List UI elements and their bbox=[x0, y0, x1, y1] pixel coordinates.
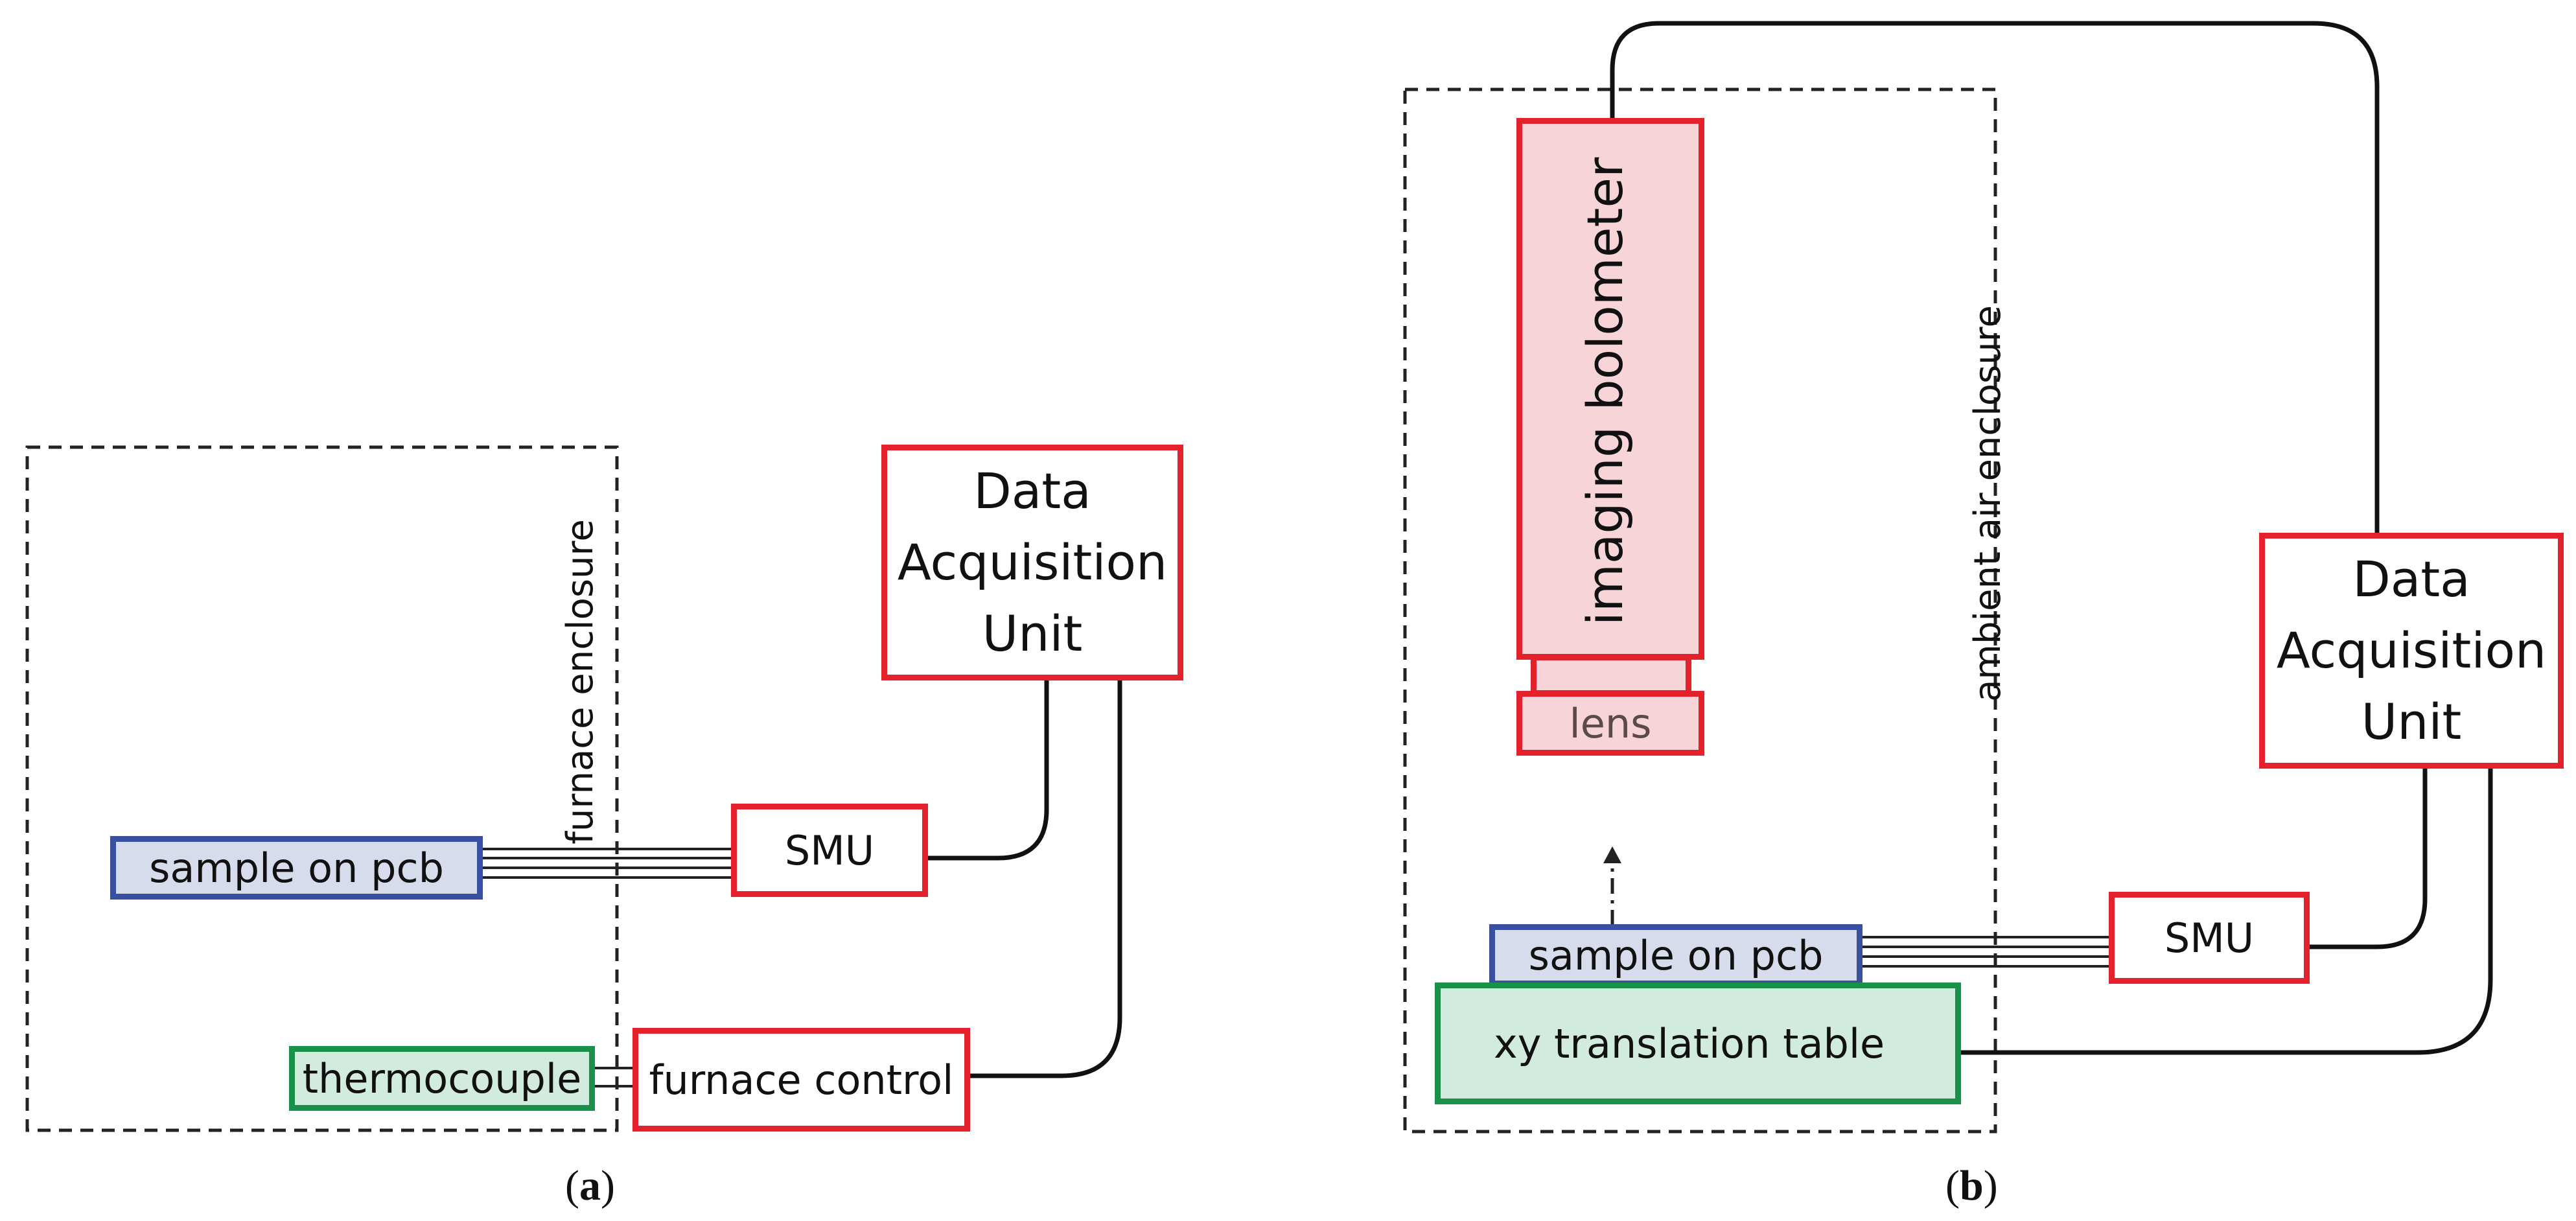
bolometer-daq-wire bbox=[1610, 21, 2380, 535]
table-daq-wire bbox=[1958, 766, 2493, 1055]
smu-daq-wire-b bbox=[2307, 766, 2428, 949]
lens-box: lens bbox=[1516, 691, 1704, 756]
smu-box-b: SMU bbox=[2109, 892, 2310, 984]
ambient-enclosure-boundary bbox=[1403, 87, 1997, 1134]
optical-path-arrowhead-icon bbox=[1603, 846, 1621, 863]
caption-a-letter: a bbox=[579, 1162, 601, 1209]
thermocouple-box: thermocouple bbox=[289, 1046, 595, 1111]
bolometer-adapter-ring bbox=[1531, 655, 1691, 696]
furnace-daq-wire bbox=[968, 678, 1122, 1078]
caption-b-letter: b bbox=[1959, 1162, 1984, 1209]
smu-daq-wire-a bbox=[928, 678, 1049, 861]
data-acquisition-unit-b: Data Acquisition Unit bbox=[2259, 533, 2564, 769]
thermocouple-wires bbox=[593, 1067, 638, 1087]
caption-b: (b) bbox=[1945, 1162, 1998, 1209]
furnace-enclosure-boundary bbox=[25, 445, 619, 1132]
furnace-enclosure-label: furnace enclosure bbox=[559, 519, 601, 844]
furnace-control-box: furnace control bbox=[632, 1028, 970, 1132]
caption-a: (a) bbox=[565, 1162, 615, 1209]
xy-translation-table-box: xy translation table bbox=[1435, 983, 1961, 1104]
sample-smu-wire-bundle-a bbox=[483, 848, 734, 879]
imaging-bolometer-label: imaging bolometer bbox=[1576, 157, 1634, 626]
sample-on-pcb-a: sample on pcb bbox=[110, 836, 483, 900]
smu-box-a: SMU bbox=[731, 804, 928, 897]
ambient-enclosure-label: ambient air enclosure bbox=[1967, 305, 2009, 702]
sample-smu-wire-bundle-b bbox=[1860, 936, 2113, 968]
sample-on-pcb-b: sample on pcb bbox=[1489, 924, 1862, 986]
imaging-bolometer-box: imaging bolometer bbox=[1516, 118, 1704, 660]
data-acquisition-unit-a: Data Acquisition Unit bbox=[881, 445, 1183, 680]
